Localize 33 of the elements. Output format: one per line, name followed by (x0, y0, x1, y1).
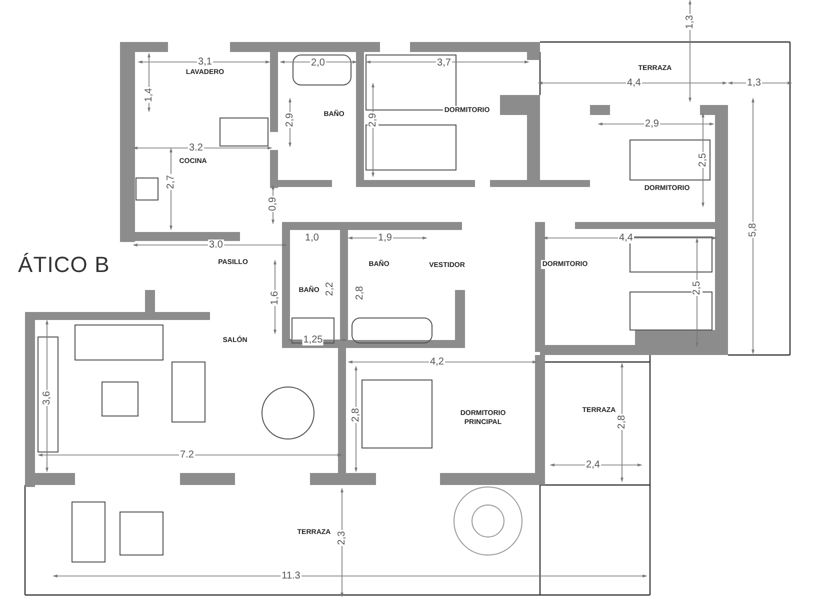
dimension-label: 2,9 (284, 112, 296, 128)
dimension-label: 4,4 (626, 78, 642, 88)
dimension-label: 2,9 (644, 118, 660, 130)
dimension-label: 5,8 (748, 222, 758, 238)
dimension-label: 1,3 (684, 14, 696, 30)
dimension-label: 0,9 (268, 196, 278, 212)
plan-title: ÁTICO B (18, 254, 110, 276)
dimension-label: 2,8 (354, 285, 366, 301)
dimension-label: 3,6 (42, 390, 52, 406)
dimension-label: 1,9 (377, 232, 393, 244)
dimension-label: 3,1 (197, 56, 213, 68)
dimension-label: 4,2 (429, 356, 445, 368)
dimension-label: 1,3 (746, 78, 762, 88)
dimension-label: 2,2 (324, 281, 336, 297)
dimension-label: 2,8 (350, 407, 362, 423)
dimension-label: 2,8 (616, 414, 628, 430)
dimension-label: 2,4 (585, 460, 601, 470)
dimension-label: 2,5 (698, 152, 708, 168)
dimension-label: 3.0 (208, 240, 224, 250)
dimension-label: 2,9 (368, 112, 378, 128)
dimension-label: 2,0 (310, 58, 326, 68)
dimension-label: 2,7 (166, 174, 176, 190)
dimension-label: 3.2 (188, 142, 204, 154)
dimension-label: 3,7 (436, 58, 452, 68)
dimension-label: 2,5 (692, 280, 702, 296)
dimension-label: 11.3 (280, 570, 302, 582)
dimension-label: 1,4 (144, 87, 154, 103)
dimension-label: 1,6 (270, 290, 280, 306)
dimension-label: 1,0 (304, 232, 320, 244)
dimension-label: 1,25 (302, 334, 324, 346)
dimension-label: 4,4 (618, 232, 634, 244)
dimension-label: 2,3 (336, 530, 348, 546)
dimension-label: 7.2 (179, 450, 195, 460)
